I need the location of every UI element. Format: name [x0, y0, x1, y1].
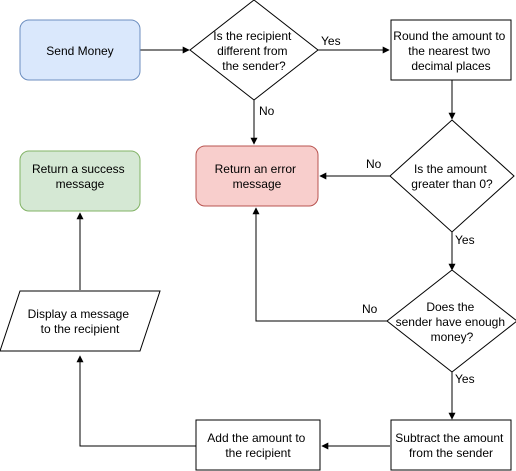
success-message-text: Return a success message	[32, 162, 128, 191]
node-round-amount: Round the amount to the nearest two deci…	[390, 19, 512, 81]
add-amount-text: Add the amount to the recipient	[207, 431, 308, 460]
edge-add-to-display	[76, 355, 196, 447]
send-money-box	[19, 19, 141, 81]
recipient-check-text: Is the recipient different from the send…	[213, 29, 294, 73]
round-amount-box	[390, 19, 512, 81]
send-money-text: Send Money	[46, 44, 113, 58]
balance-check-text: Does the sender have enough money?	[396, 300, 509, 344]
node-display-message: Display a message to the recipient	[0, 290, 161, 352]
node-error-message: Return an error message	[195, 145, 319, 207]
edge-balance-check-no	[252, 207, 387, 322]
add-amount-box	[195, 419, 321, 471]
success-message-box	[19, 150, 141, 212]
node-subtract-amount: Subtract the amount from the sender	[390, 419, 512, 471]
error-message-box	[195, 145, 319, 207]
label-amount-no: No	[366, 157, 382, 171]
amount-check-diamond	[389, 119, 515, 233]
node-amount-check: Is the amount greater than 0?	[389, 119, 515, 233]
recipient-check-diamond	[189, 0, 319, 101]
label-recipient-no: No	[259, 104, 275, 118]
edge-labels: Yes No No Yes No Yes	[259, 34, 475, 386]
display-message-text: Display a message to the recipient	[28, 307, 133, 336]
display-message-parallelogram	[0, 290, 161, 352]
node-add-amount: Add the amount to the recipient	[195, 419, 321, 471]
connectors	[76, 46, 456, 450]
balance-check-diamond	[386, 269, 516, 373]
round-amount-text: Round the amount to the nearest two deci…	[393, 29, 508, 73]
label-amount-yes: Yes	[455, 233, 475, 247]
amount-check-text: Is the amount greater than 0?	[411, 162, 493, 191]
subtract-amount-text: Subtract the amount from the sender	[395, 431, 506, 460]
subtract-amount-box	[390, 419, 512, 471]
label-balance-yes: Yes	[455, 372, 475, 386]
node-success-message: Return a success message	[19, 150, 141, 212]
node-balance-check: Does the sender have enough money?	[386, 269, 516, 373]
label-balance-no: No	[362, 302, 378, 316]
label-recipient-yes: Yes	[321, 34, 341, 48]
node-send-money: Send Money	[19, 19, 141, 81]
node-recipient-check: Is the recipient different from the send…	[189, 0, 319, 101]
error-message-text: Return an error message	[215, 162, 300, 191]
